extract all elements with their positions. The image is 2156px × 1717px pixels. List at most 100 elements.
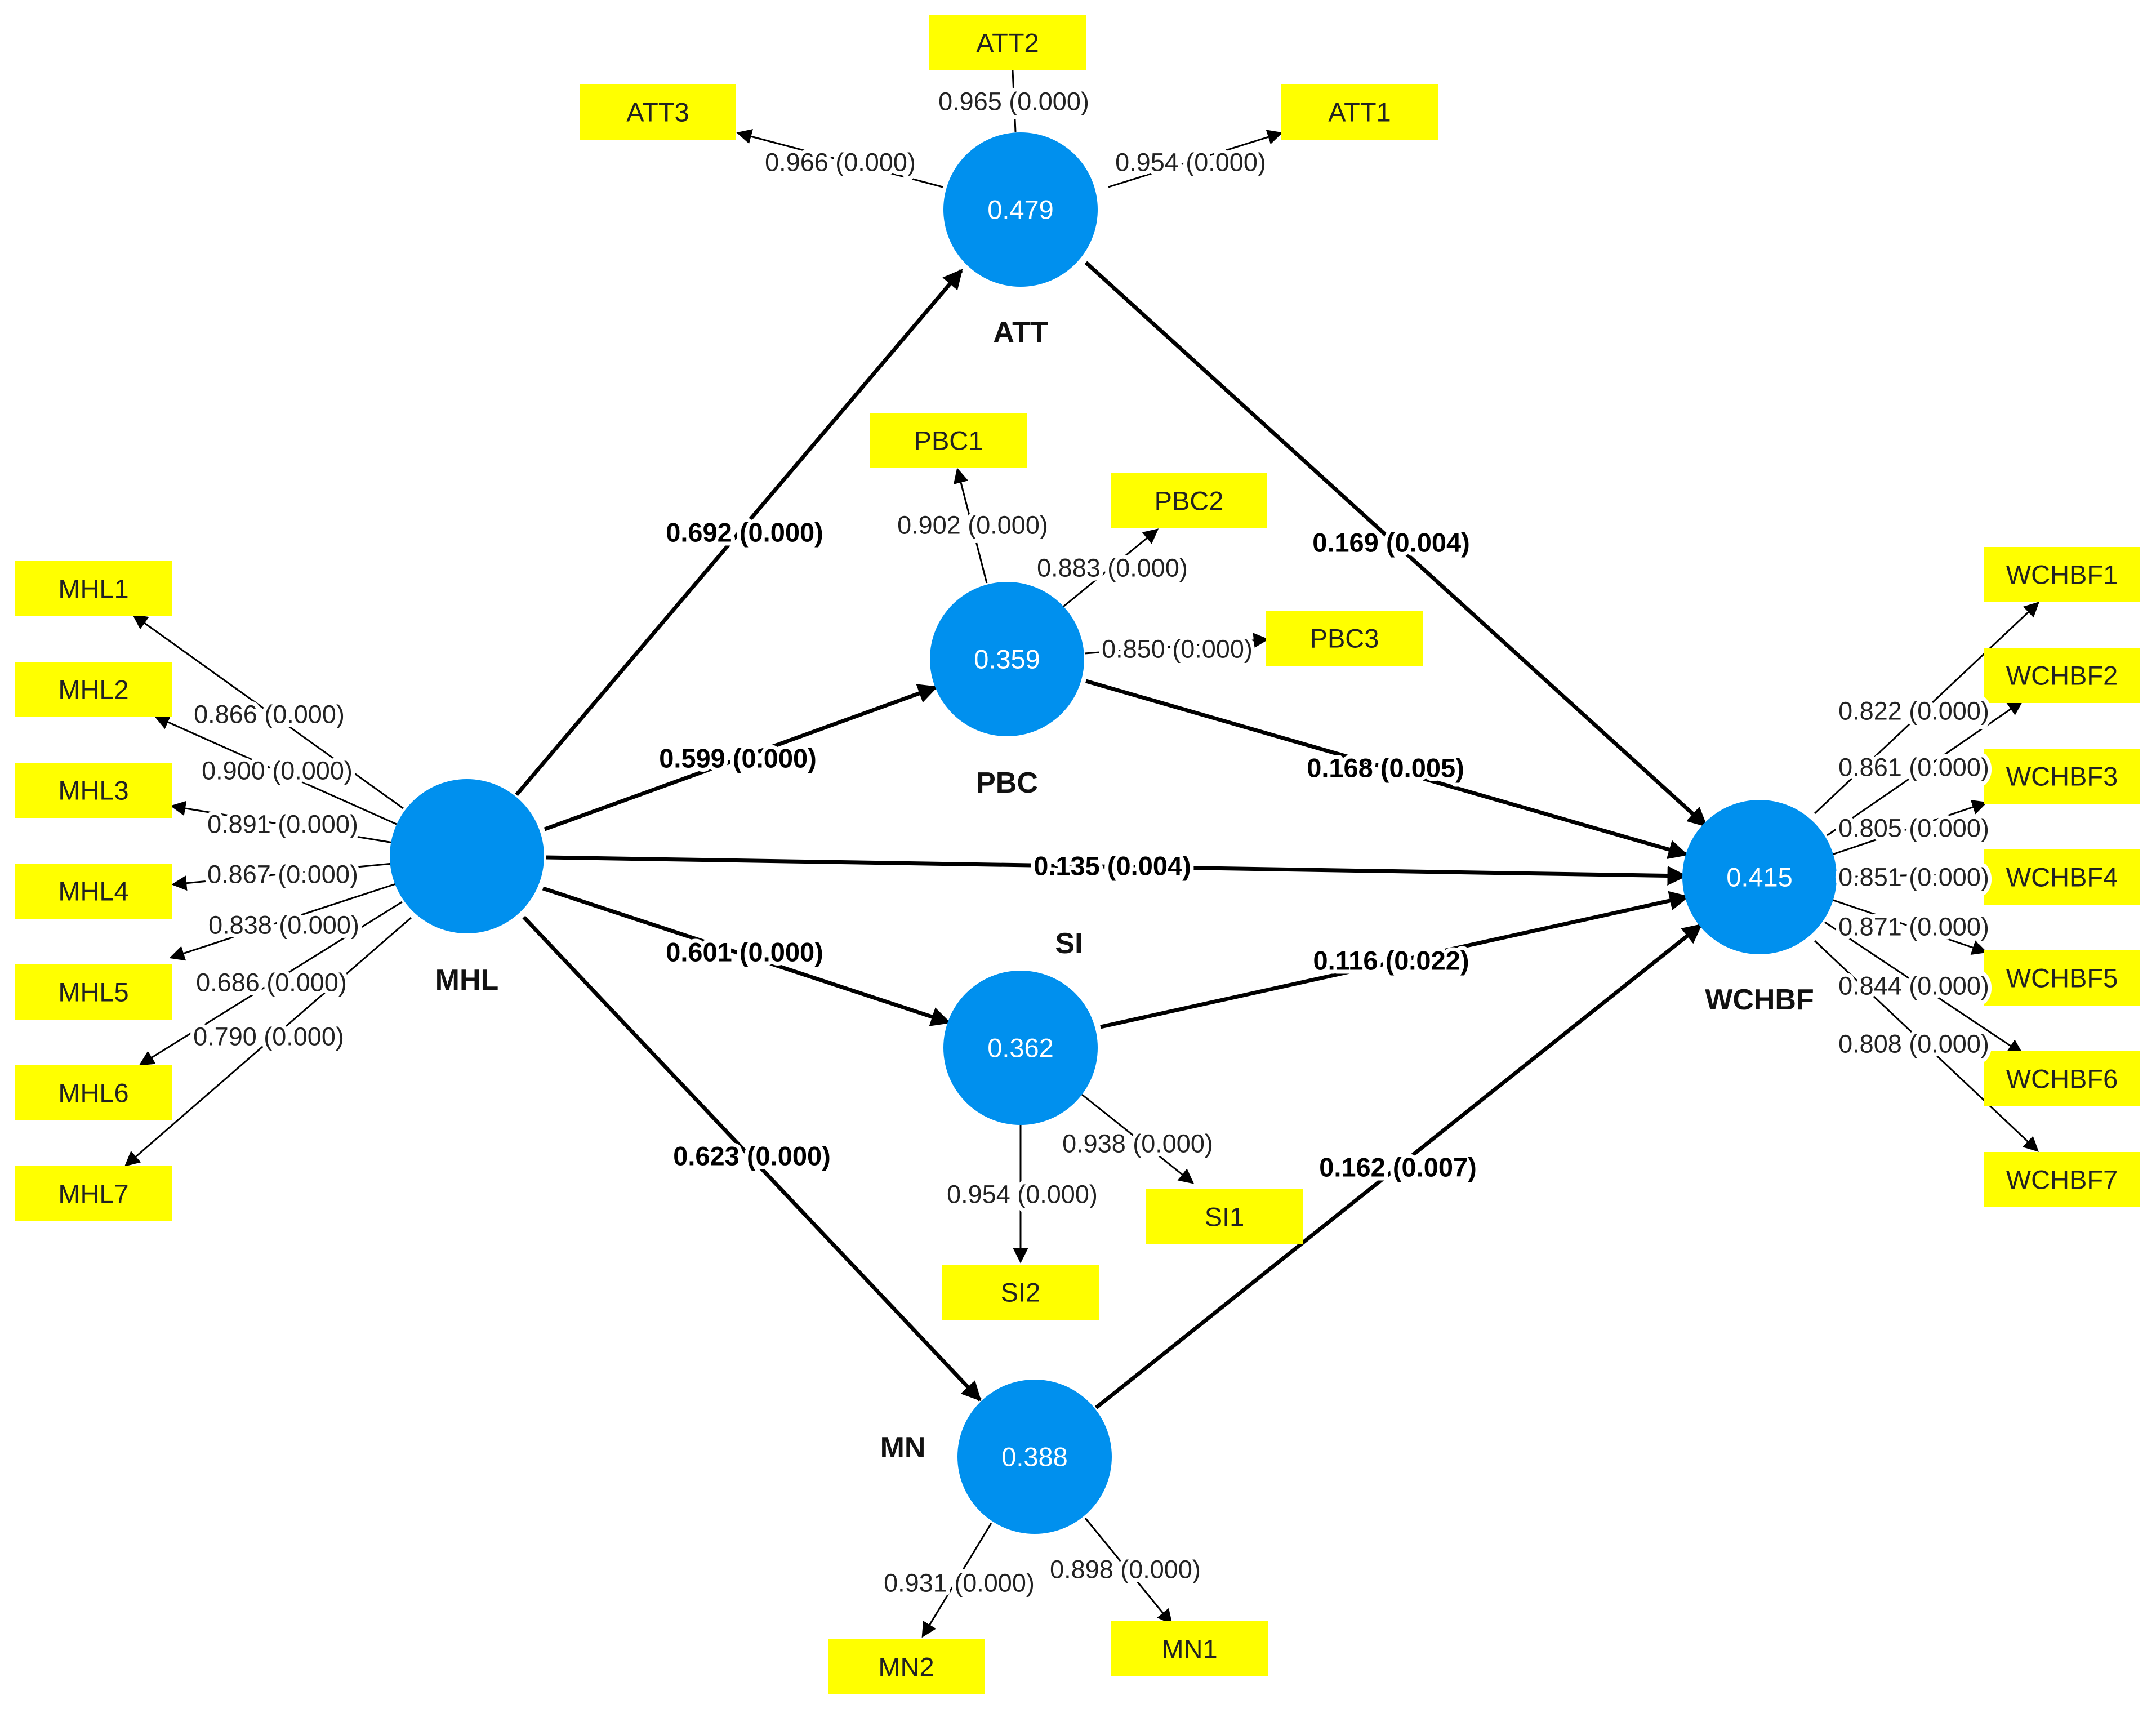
path-label-mhl-mn: 0.623 (0.000) — [673, 1141, 831, 1171]
loading-label-si1: 0.938 (0.000) — [1062, 1129, 1213, 1158]
latent-att: 0.479 ATT — [943, 132, 1098, 349]
indicator-label: SI2 — [1001, 1278, 1041, 1307]
loading-label-wchbf6: 0.844 (0.000) — [1838, 972, 1989, 1000]
latent-name: ATT — [993, 316, 1048, 349]
indicator-wchbf3: WCHBF3 — [1984, 749, 2140, 804]
loading-label-wchbf7: 0.808 (0.000) — [1838, 1030, 1989, 1058]
indicator-label: WCHBF7 — [2006, 1165, 2118, 1195]
indicator-wchbf2: WCHBF2 — [1984, 648, 2140, 703]
path-mn-wchbf — [1094, 923, 1703, 1409]
latent-name: PBC — [976, 767, 1038, 799]
latent-variables: 0.479 ATT 0.359 PBC MHL 0.362 SI 0.388 M… — [390, 132, 1837, 1534]
indicator-wchbf1: WCHBF1 — [1984, 547, 2140, 602]
loading-line-pbc2 — [1057, 528, 1159, 612]
indicator-label: WCHBF4 — [2006, 862, 2118, 892]
indicator-label: PBC1 — [914, 426, 983, 456]
indicator-label: PBC2 — [1155, 486, 1224, 516]
indicator-mhl2: MHL2 — [15, 662, 172, 717]
r-squared-value: 0.362 — [987, 1033, 1054, 1063]
loading-label-pbc3: 0.850 (0.000) — [1102, 635, 1253, 664]
loading-label-att3: 0.966 (0.000) — [765, 148, 916, 177]
path-si-wchbf — [1100, 891, 1690, 1029]
loading-line-mn1 — [1084, 1518, 1173, 1625]
indicator-mhl3: MHL3 — [15, 763, 172, 818]
r-squared-value: 0.415 — [1726, 862, 1793, 892]
loading-line-mhl1 — [132, 614, 404, 809]
indicator-label: MHL4 — [58, 877, 128, 906]
path-mhl-si — [542, 886, 951, 1026]
loading-line-pbc3 — [1084, 633, 1269, 655]
indicator-label: WCHBF1 — [2006, 560, 2118, 590]
latent-name: WCHBF — [1705, 984, 1814, 1016]
loading-line-mn2 — [921, 1523, 992, 1638]
indicator-si2: SI2 — [942, 1265, 1099, 1320]
indicator-label: MN1 — [1161, 1634, 1217, 1664]
indicator-label: WCHBF3 — [2006, 762, 2118, 791]
loading-label-pbc1: 0.902 (0.000) — [897, 511, 1048, 540]
indicator-pbc3: PBC3 — [1266, 611, 1423, 666]
latent-mn: 0.388 MN — [880, 1380, 1112, 1534]
loading-label-mhl6: 0.686 (0.000) — [196, 968, 347, 997]
loading-line-wchbf6 — [1824, 921, 2024, 1055]
indicator-wchbf5: WCHBF5 — [1984, 950, 2140, 1006]
loading-label-mn1: 0.898 (0.000) — [1050, 1555, 1201, 1584]
loading-line-att1 — [1108, 130, 1283, 188]
indicator-label: MHL1 — [58, 574, 128, 604]
structural-paths — [515, 261, 1708, 1409]
path-mhl-mn — [522, 915, 982, 1402]
indicator-label: WCHBF5 — [2006, 963, 2118, 993]
loading-line-mhl5 — [169, 883, 397, 961]
indicator-label: WCHBF6 — [2006, 1064, 2118, 1094]
path-label-si-wchbf: 0.116 (0.022) — [1313, 946, 1469, 976]
r-squared-value: 0.479 — [987, 195, 1054, 225]
indicator-mhl5: MHL5 — [15, 964, 172, 1020]
loading-label-mhl2: 0.900 (0.000) — [202, 757, 353, 785]
indicator-wchbf6: WCHBF6 — [1984, 1051, 2140, 1106]
loading-label-si2: 0.954 (0.000) — [947, 1180, 1098, 1209]
indicator-pbc2: PBC2 — [1111, 473, 1267, 528]
r-squared-value: 0.388 — [1001, 1442, 1068, 1472]
path-label-pbc-wchbf: 0.168 (0.005) — [1307, 753, 1464, 783]
r-squared-value: 0.359 — [974, 644, 1040, 674]
indicator-pbc1: PBC1 — [870, 413, 1027, 468]
indicator-mhl1: MHL1 — [15, 561, 172, 616]
indicator-label: ATT1 — [1328, 97, 1391, 127]
latent-si: 0.362 SI — [943, 927, 1098, 1125]
path-label-mhl-att: 0.692 (0.000) — [666, 518, 823, 548]
loading-line-si1 — [1081, 1093, 1195, 1184]
latent-name: MN — [880, 1431, 926, 1464]
loading-label-mhl4: 0.867 (0.000) — [207, 860, 358, 889]
path-label-mhl-wchbf: 0.135 (0.004) — [1034, 851, 1191, 881]
loading-line-wchbf2 — [1827, 700, 2024, 837]
indicator-wchbf4: WCHBF4 — [1984, 849, 2140, 905]
indicator-label: WCHBF2 — [2006, 661, 2118, 691]
loading-label-wchbf5: 0.871 (0.000) — [1838, 913, 1989, 941]
indicator-label: MHL6 — [58, 1078, 128, 1108]
loading-line-pbc1 — [953, 468, 988, 584]
indicator-mn2: MN2 — [828, 1639, 985, 1694]
path-pbc-wchbf — [1085, 679, 1689, 860]
latent-name: MHL — [435, 964, 499, 997]
path-label-att-wchbf: 0.169 (0.004) — [1312, 528, 1470, 558]
loading-label-mhl1: 0.866 (0.000) — [194, 700, 345, 729]
indicator-label: ATT2 — [976, 28, 1039, 58]
indicator-boxes: ATT1 ATT2 ATT3 PBC1 PBC2 PBC3 MHL1 MHL2 … — [15, 15, 2140, 1694]
loading-label-mn2: 0.931 (0.000) — [884, 1569, 1035, 1598]
indicator-mhl4: MHL4 — [15, 864, 172, 919]
loading-label-wchbf2: 0.861 (0.000) — [1838, 753, 1989, 782]
path-att-wchbf — [1084, 261, 1708, 828]
path-label-mhl-pbc: 0.599 (0.000) — [659, 744, 817, 773]
path-labels: 0.692 (0.000) 0.599 (0.000) 0.135 (0.004… — [655, 514, 1481, 1186]
path-mhl-att — [515, 269, 963, 797]
loading-label-att1: 0.954 (0.000) — [1115, 148, 1266, 177]
loading-label-pbc2: 0.883 (0.000) — [1037, 554, 1188, 582]
loading-line-wchbf5 — [1831, 898, 1988, 955]
loading-line-wchbf7 — [1814, 940, 2039, 1152]
loading-line-wchbf4 — [1834, 866, 1995, 882]
latent-pbc: 0.359 PBC — [930, 582, 1084, 799]
indicator-label: PBC3 — [1310, 624, 1379, 653]
indicator-mhl6: MHL6 — [15, 1065, 172, 1120]
indicator-si1: SI1 — [1146, 1189, 1303, 1244]
indicator-label: MHL7 — [58, 1179, 128, 1209]
